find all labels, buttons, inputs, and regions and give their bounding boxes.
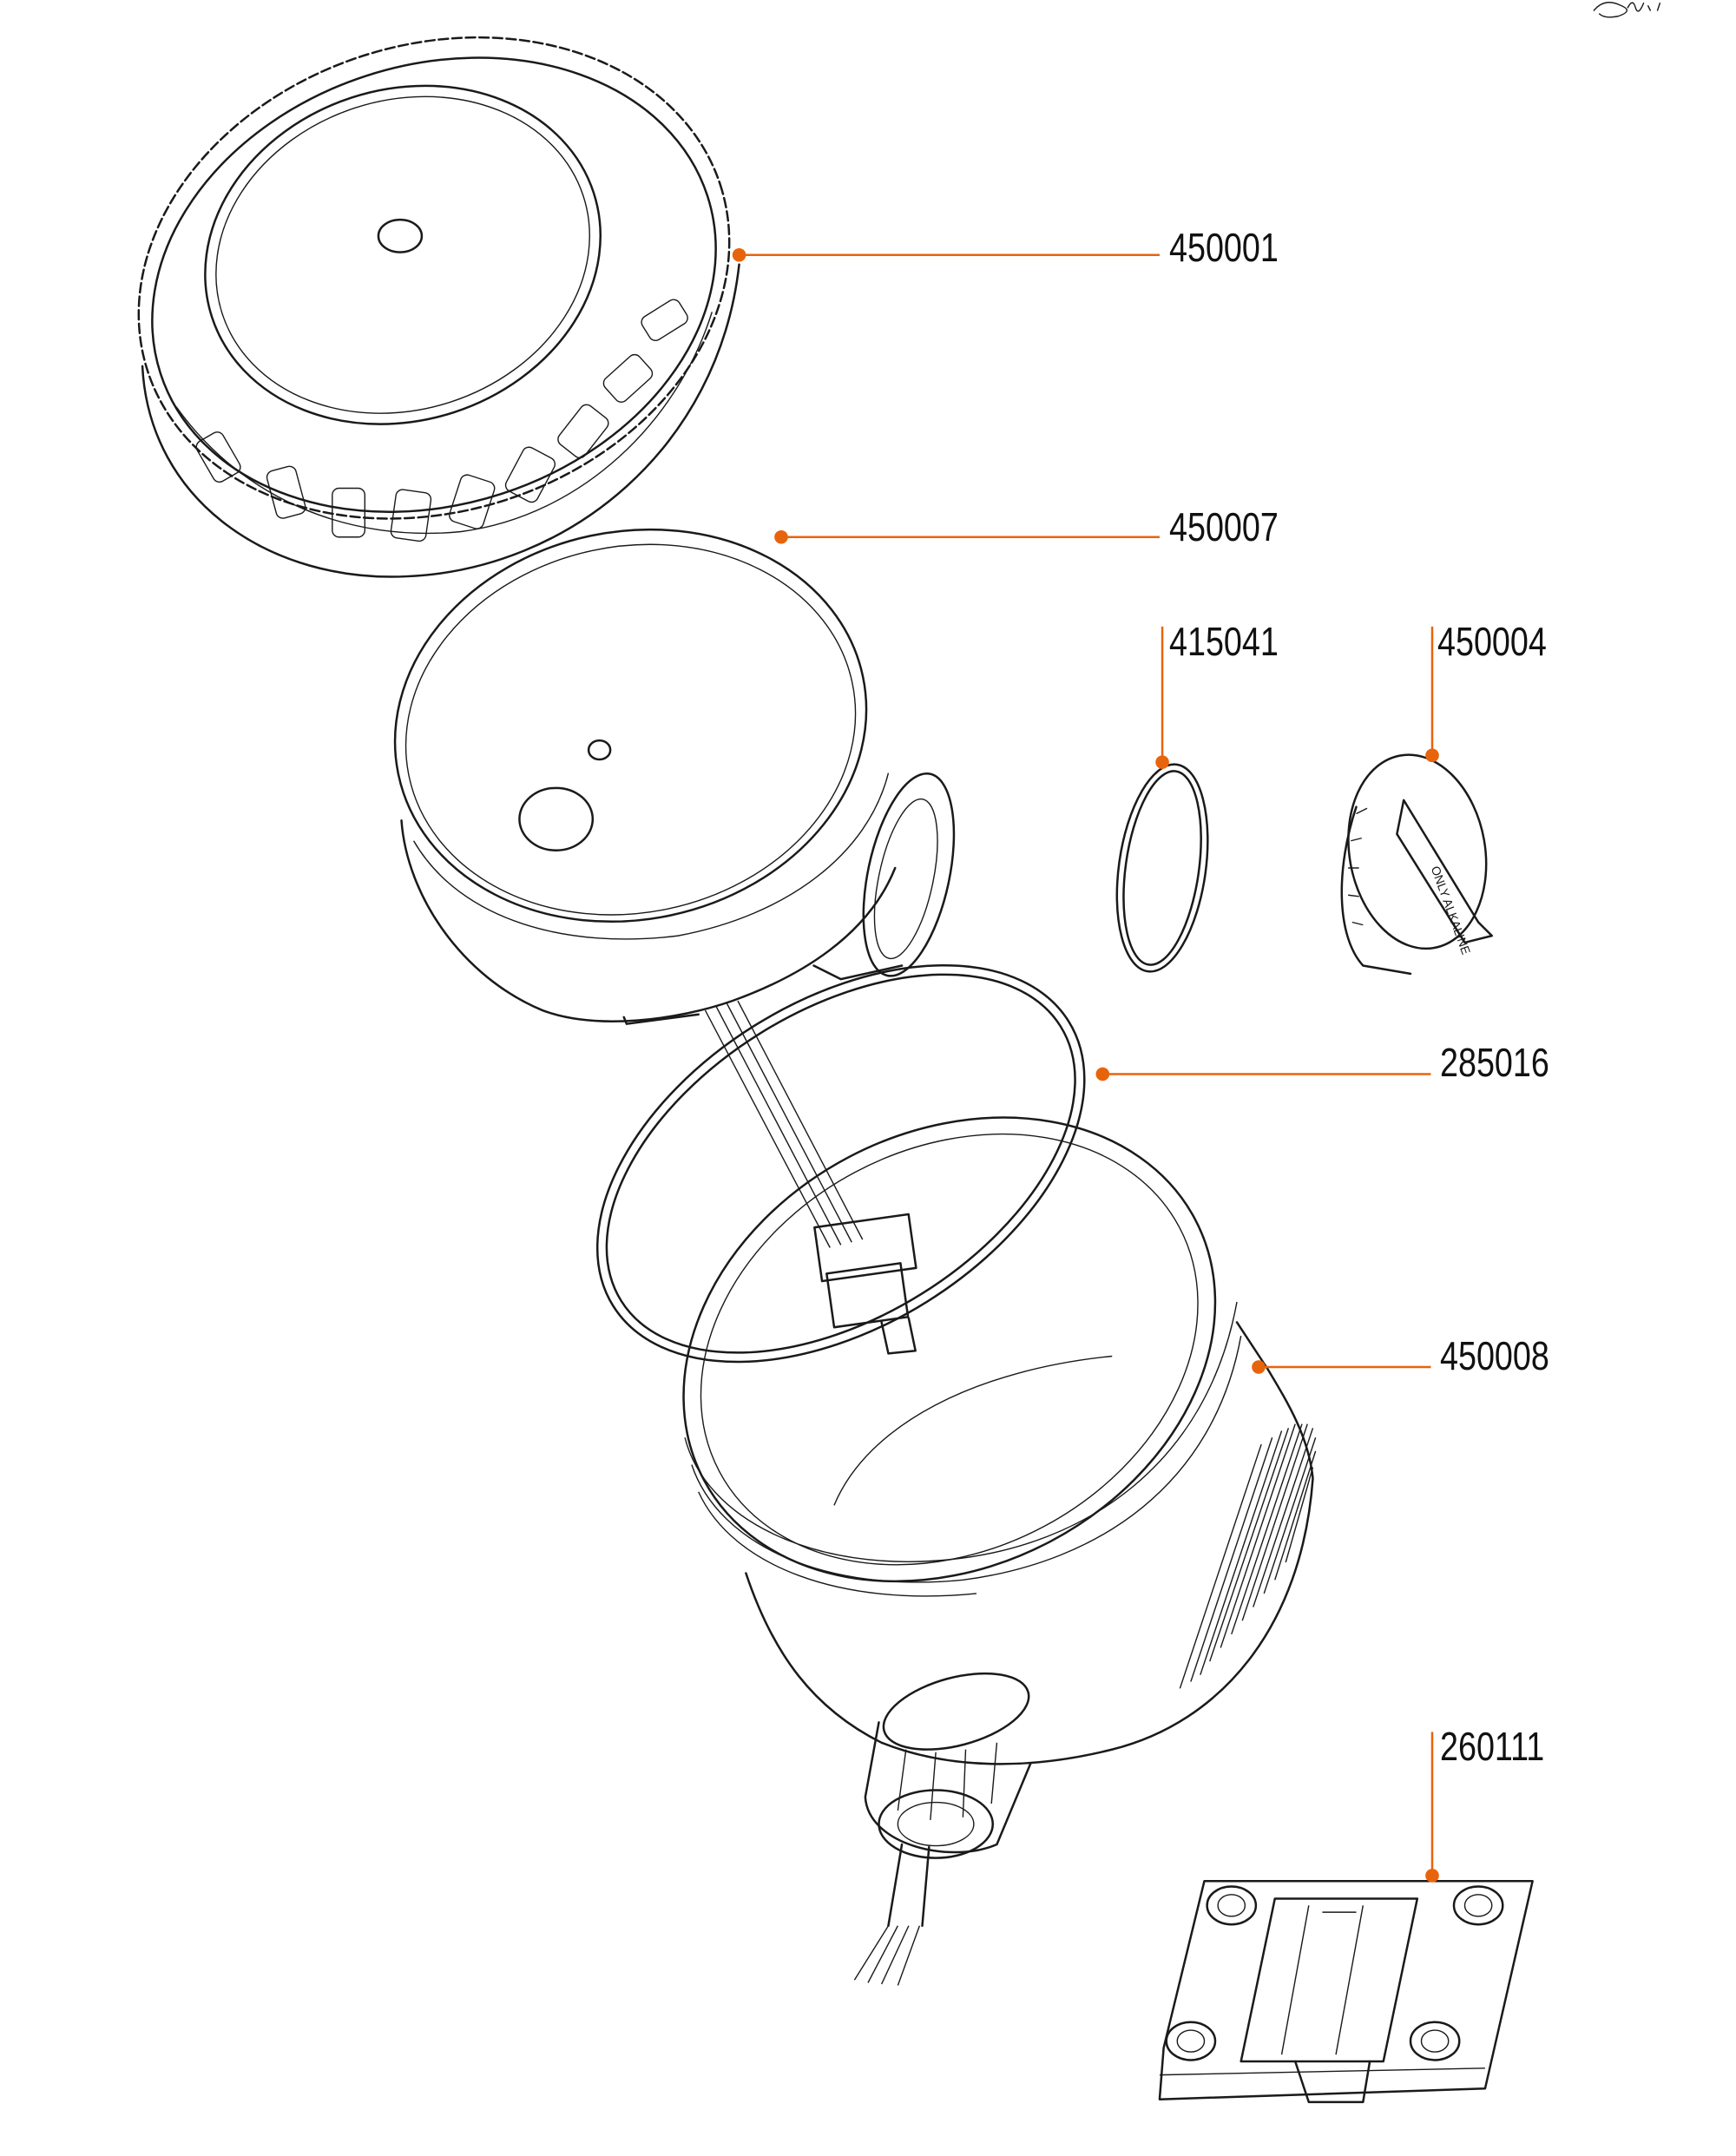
part-label-450004: 450004 [1437, 619, 1547, 664]
part-label-450007: 450007 [1169, 504, 1279, 549]
cap-450001 [137, 36, 740, 578]
large-o-ring-285016 [595, 963, 1086, 1364]
leader-lines [732, 247, 1439, 1883]
cable-gland [853, 1672, 1032, 1986]
plug-450004: ONLY ALKALINE [1340, 753, 1493, 976]
part-label-450008: 450008 [1440, 1333, 1549, 1378]
sensor-head-450007 [393, 528, 956, 1025]
part-label-285016: 285016 [1440, 1040, 1549, 1085]
part-label-415041: 415041 [1169, 619, 1279, 664]
housing-450008 [682, 1116, 1317, 1765]
wire-connector [704, 1000, 917, 1355]
small-o-ring-415041 [1115, 763, 1209, 973]
part-label-260111: 260111 [1440, 1724, 1545, 1769]
part-label-450001: 450001 [1169, 225, 1279, 270]
mounting-plate-260111 [1158, 1879, 1534, 2104]
signature-scribble [1593, 2, 1661, 18]
